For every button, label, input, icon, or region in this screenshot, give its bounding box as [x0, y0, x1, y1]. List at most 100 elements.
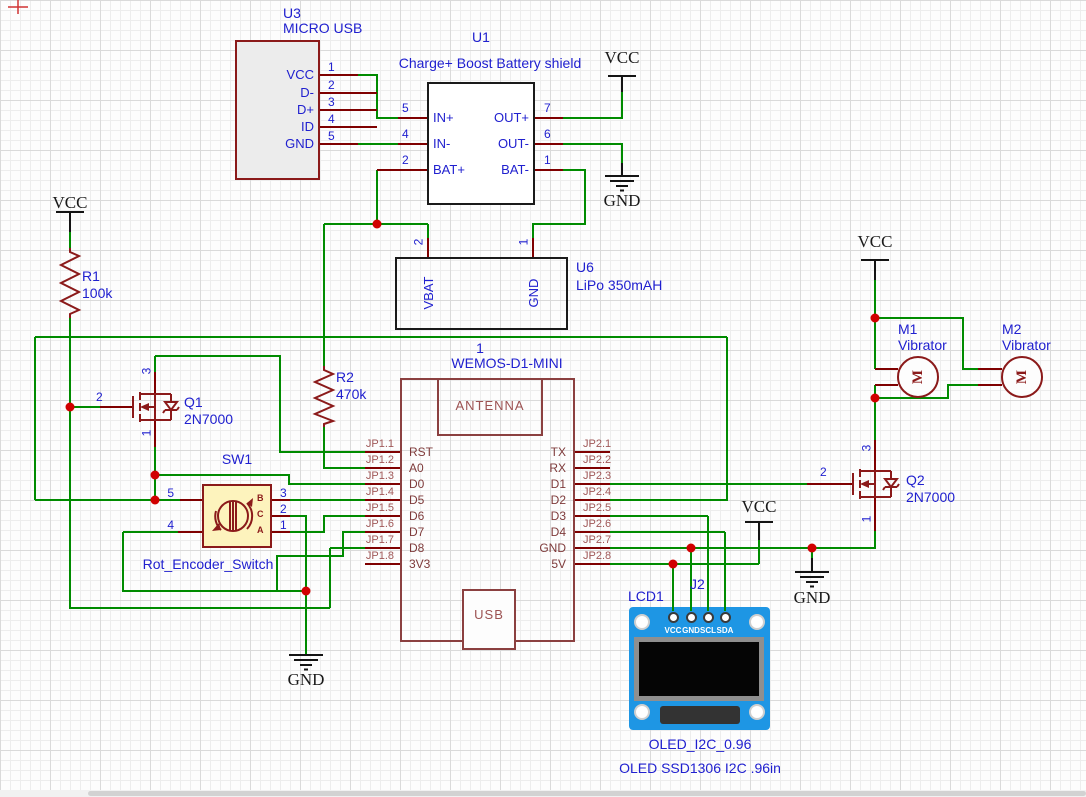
sw1-text-6: 1	[280, 518, 287, 532]
u1-battery-shield-body[interactable]	[427, 82, 535, 205]
wemos-text-26: JP1.7	[365, 534, 394, 546]
u3-value: MICRO USB	[283, 20, 363, 36]
oled-pin-scl[interactable]	[702, 611, 714, 623]
u3-text-9: 3	[328, 95, 335, 109]
wemos-text-21: JP1.2	[365, 454, 394, 466]
m2-motor-symbol[interactable]	[1001, 356, 1043, 398]
u3-pin-id: ID	[301, 119, 314, 134]
sw1-text-9: A	[257, 525, 264, 535]
wemos-text-16: D3	[550, 509, 566, 523]
u6-lipo-body[interactable]	[395, 257, 568, 330]
r2-resistor[interactable]	[312, 366, 336, 427]
wemos-text-32: JP2.5	[583, 502, 612, 514]
m2-value: Vibrator	[1002, 337, 1051, 353]
m1-ref: M1	[898, 321, 918, 337]
u6-text-4: 2	[411, 238, 426, 246]
u1-text-2: 5	[402, 101, 409, 115]
net_flags-gnd-encoder: GND	[287, 670, 325, 689]
wemos-text-27: JP1.8	[365, 550, 394, 562]
net_flags-vcc-oled: VCC	[741, 497, 777, 516]
wemos-text-12: TX	[550, 445, 566, 459]
u3-text-11: 5	[328, 129, 335, 143]
oled-pad-sda: SDA	[716, 626, 734, 635]
u1-text-4: 2	[402, 153, 409, 167]
power-symbols	[56, 75, 889, 671]
q2-value: 2N7000	[906, 489, 956, 505]
oled-value: OLED SSD1306 I2C .96in	[619, 760, 781, 776]
u3-text-7: 1	[328, 60, 335, 74]
oled-mount-hole	[634, 704, 650, 720]
wemos-text-18: GND	[539, 541, 566, 555]
r1-ref: R1	[82, 268, 100, 284]
u6-text-5: 1	[516, 238, 531, 246]
wemos-text-4: RST	[409, 445, 433, 459]
oled-ref2: J2	[690, 576, 705, 592]
origin-marker	[8, 0, 28, 14]
wemos-text-34: JP2.7	[583, 534, 612, 546]
wemos-text-28: JP2.1	[583, 438, 612, 450]
oled-pin-gnd[interactable]	[685, 611, 697, 623]
u1-pin-bat-plus: BAT+	[433, 162, 465, 177]
wemos-text-24: JP1.5	[365, 502, 394, 514]
sw1-text-8: C	[257, 509, 264, 519]
u6-ref: U6	[576, 259, 594, 275]
net_flags-vcc-motors: VCC	[857, 232, 893, 251]
m2-motor-glyph: M	[1013, 369, 1030, 385]
u1-text-3: 4	[402, 127, 409, 141]
oled-flex-connector	[660, 706, 740, 724]
u3-micro-usb-body[interactable]	[235, 40, 320, 180]
horizontal-scrollbar-thumb[interactable]	[88, 791, 1086, 796]
sw1-text-7: B	[257, 493, 264, 503]
wemos-text-31: JP2.4	[583, 486, 612, 498]
oled-pin-vcc[interactable]	[667, 611, 679, 623]
q1-ref: Q1	[184, 394, 203, 410]
oled-pin-sda[interactable]	[719, 611, 731, 623]
q2-mosfet-symbol[interactable]	[852, 469, 900, 499]
u6-pin-vbat: VBAT	[420, 276, 436, 310]
q2-text-3: 3	[859, 444, 874, 452]
wemos-antenna: ANTENNA	[455, 398, 525, 413]
u3-text-8: 2	[328, 78, 335, 92]
sw1-text-3: 4	[167, 518, 174, 532]
wemos-text-20: JP1.1	[365, 438, 394, 450]
sw1-ref: SW1	[221, 451, 253, 467]
oled-ref: LCD1	[628, 588, 664, 604]
wemos-text-29: JP2.2	[583, 454, 612, 466]
u1-pin-out-plus: OUT+	[493, 110, 529, 125]
wemos-text-17: D4	[550, 525, 566, 539]
u1-text-6: 6	[544, 127, 551, 141]
wires	[34, 74, 978, 655]
sw1-encoder-body[interactable]	[202, 484, 272, 548]
q1-mosfet-symbol[interactable]	[132, 392, 180, 422]
q1-text-2: 2	[96, 390, 103, 404]
r1-resistor[interactable]	[58, 248, 82, 318]
m1-motor-symbol[interactable]	[897, 356, 939, 398]
net_flags-vcc-r1: VCC	[52, 193, 88, 212]
u1-pin-out-minus: OUT-	[497, 136, 529, 151]
wemos-text-19: 5V	[551, 557, 566, 571]
oled-mount-hole	[634, 614, 650, 630]
u6-value: LiPo 350mAH	[576, 277, 663, 293]
u1-pin-in-plus: IN+	[433, 110, 454, 125]
oled-name: OLED_I2C_0.96	[648, 736, 752, 752]
m2-ref: M2	[1002, 321, 1022, 337]
m1-value: Vibrator	[898, 337, 947, 353]
wemos-text-22: JP1.3	[365, 470, 394, 482]
oled-pad-gnd: GND	[682, 626, 700, 635]
wemos-text-13: RX	[549, 461, 566, 475]
wemos-text-10: D8	[409, 541, 425, 555]
q1-value: 2N7000	[184, 411, 234, 427]
sw1-value: Rot_Encoder_Switch	[142, 556, 274, 572]
u3-pin-dminus: D-	[300, 85, 314, 100]
u1-ref: U1	[472, 29, 490, 45]
q2-text-2: 2	[820, 465, 827, 479]
oled-screen	[639, 642, 759, 696]
sw1-text-4: 3	[280, 486, 287, 500]
wemos-text-9: D7	[409, 525, 425, 539]
u1-pin-bat-minus: BAT-	[501, 162, 529, 177]
u1-pin-in-minus: IN-	[433, 136, 451, 151]
u3-pin-gnd: GND	[285, 136, 314, 151]
wemos-text-33: JP2.6	[583, 518, 612, 530]
